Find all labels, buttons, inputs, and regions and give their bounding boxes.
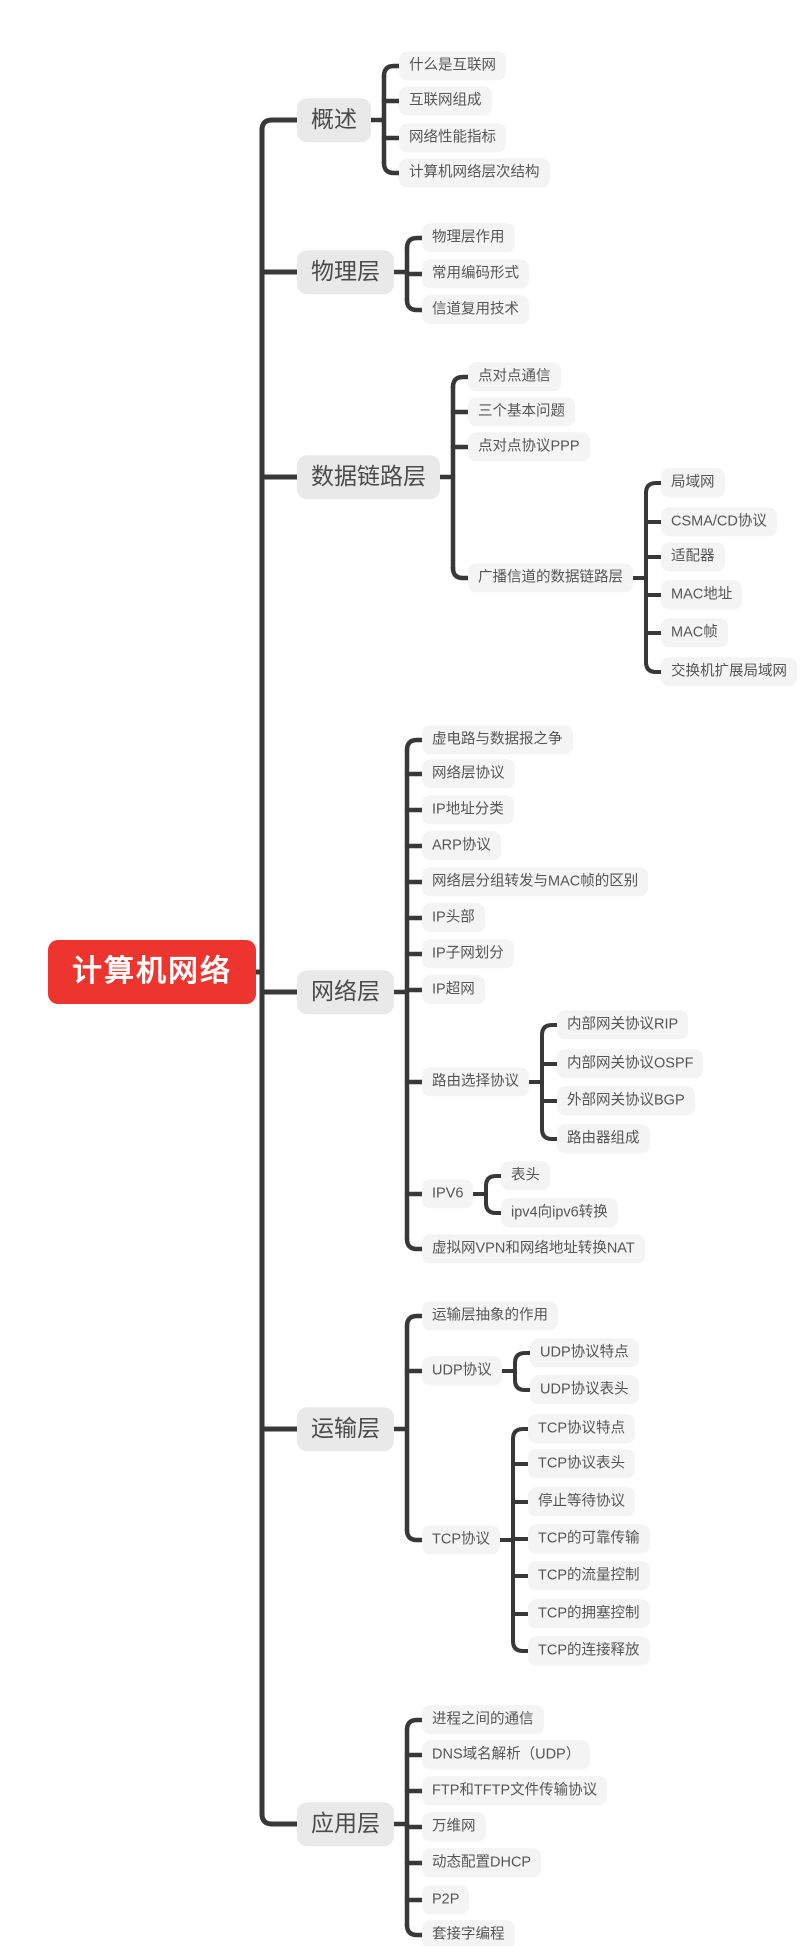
- node-forwarding-vs-mac-frame[interactable]: 网络层分组转发与MAC帧的区别: [422, 867, 649, 897]
- node-ip-supernet[interactable]: IP超网: [422, 975, 485, 1005]
- node-vc-vs-datagram[interactable]: 虚电路与数据报之争: [422, 725, 573, 755]
- node-udp-features[interactable]: UDP协议特点: [530, 1338, 639, 1368]
- node-adapter[interactable]: 适配器: [661, 542, 725, 572]
- node-internet-composition[interactable]: 互联网组成: [399, 86, 492, 116]
- node-ipv6[interactable]: IPV6: [422, 1179, 474, 1209]
- node-dns-resolution[interactable]: DNS域名解析（UDP）: [422, 1740, 591, 1770]
- node-udp-header[interactable]: UDP协议表头: [530, 1375, 639, 1405]
- node-ftp-tftp[interactable]: FTP和TFTP文件传输协议: [422, 1776, 608, 1806]
- node-tcp-flow-control[interactable]: TCP的流量控制: [528, 1561, 650, 1591]
- node-ipv6-header[interactable]: 表头: [501, 1161, 550, 1191]
- node-ipv4-to-ipv6[interactable]: ipv4向ipv6转换: [501, 1198, 618, 1228]
- node-overview[interactable]: 概述: [297, 98, 371, 142]
- node-router-composition[interactable]: 路由器组成: [557, 1124, 650, 1154]
- node-socket-programming[interactable]: 套接字编程: [422, 1920, 515, 1946]
- node-transport-abstraction[interactable]: 运输层抽象的作用: [422, 1301, 558, 1331]
- node-ip-header[interactable]: IP头部: [422, 903, 485, 933]
- node-what-is-internet[interactable]: 什么是互联网: [399, 51, 506, 81]
- node-computer-network[interactable]: 计算机网络: [48, 940, 256, 1004]
- node-ip-subnetting[interactable]: IP子网划分: [422, 939, 514, 969]
- node-network-layer-protocols[interactable]: 网络层协议: [422, 759, 515, 789]
- node-transport-layer[interactable]: 运输层: [297, 1407, 394, 1451]
- node-broadcast-channel-data-link[interactable]: 广播信道的数据链路层: [468, 563, 633, 593]
- node-dhcp[interactable]: 动态配置DHCP: [422, 1848, 542, 1878]
- node-mac-address[interactable]: MAC地址: [661, 580, 743, 610]
- node-application-layer[interactable]: 应用层: [297, 1802, 394, 1846]
- node-three-basic-problems[interactable]: 三个基本问题: [468, 397, 575, 427]
- node-physical-layer-function[interactable]: 物理层作用: [422, 223, 515, 253]
- node-network-hierarchy[interactable]: 计算机网络层次结构: [399, 158, 550, 188]
- node-ppp-protocol[interactable]: 点对点协议PPP: [468, 432, 590, 462]
- node-stop-and-wait[interactable]: 停止等待协议: [528, 1487, 635, 1517]
- node-tcp-connection-release[interactable]: TCP的连接释放: [528, 1636, 650, 1666]
- node-physical-layer[interactable]: 物理层: [297, 250, 394, 294]
- node-p2p[interactable]: P2P: [422, 1885, 470, 1915]
- node-rip[interactable]: 内部网关协议RIP: [557, 1010, 689, 1040]
- node-network-layer[interactable]: 网络层: [297, 970, 394, 1014]
- node-tcp-congestion-control[interactable]: TCP的拥塞控制: [528, 1599, 650, 1629]
- node-udp-protocol[interactable]: UDP协议: [422, 1356, 502, 1386]
- node-bgp[interactable]: 外部网关协议BGP: [557, 1086, 695, 1116]
- node-tcp-header[interactable]: TCP协议表头: [528, 1449, 635, 1479]
- node-lan[interactable]: 局域网: [661, 468, 725, 498]
- node-tcp-features[interactable]: TCP协议特点: [528, 1414, 635, 1444]
- node-ospf[interactable]: 内部网关协议OSPF: [557, 1049, 704, 1079]
- node-vpn-nat[interactable]: 虚拟网VPN和网络地址转换NAT: [422, 1234, 645, 1264]
- node-routing-protocols[interactable]: 路由选择协议: [422, 1067, 529, 1097]
- node-tcp-reliable-transfer[interactable]: TCP的可靠传输: [528, 1524, 650, 1554]
- node-common-encoding[interactable]: 常用编码形式: [422, 259, 529, 289]
- node-channel-multiplexing[interactable]: 信道复用技术: [422, 295, 529, 325]
- node-p2p-communication[interactable]: 点对点通信: [468, 362, 561, 392]
- node-world-wide-web[interactable]: 万维网: [422, 1812, 486, 1842]
- node-switch-extended-lan[interactable]: 交换机扩展局域网: [661, 657, 797, 687]
- node-csma-cd-protocol[interactable]: CSMA/CD协议: [661, 507, 777, 537]
- node-inter-process-communication[interactable]: 进程之间的通信: [422, 1705, 544, 1735]
- node-network-performance-metrics[interactable]: 网络性能指标: [399, 123, 506, 153]
- node-arp-protocol[interactable]: ARP协议: [422, 831, 501, 861]
- node-data-link-layer[interactable]: 数据链路层: [297, 455, 440, 499]
- node-tcp-protocol[interactable]: TCP协议: [422, 1525, 500, 1555]
- node-mac-frame[interactable]: MAC帧: [661, 618, 728, 648]
- node-ip-address-classes[interactable]: IP地址分类: [422, 795, 514, 825]
